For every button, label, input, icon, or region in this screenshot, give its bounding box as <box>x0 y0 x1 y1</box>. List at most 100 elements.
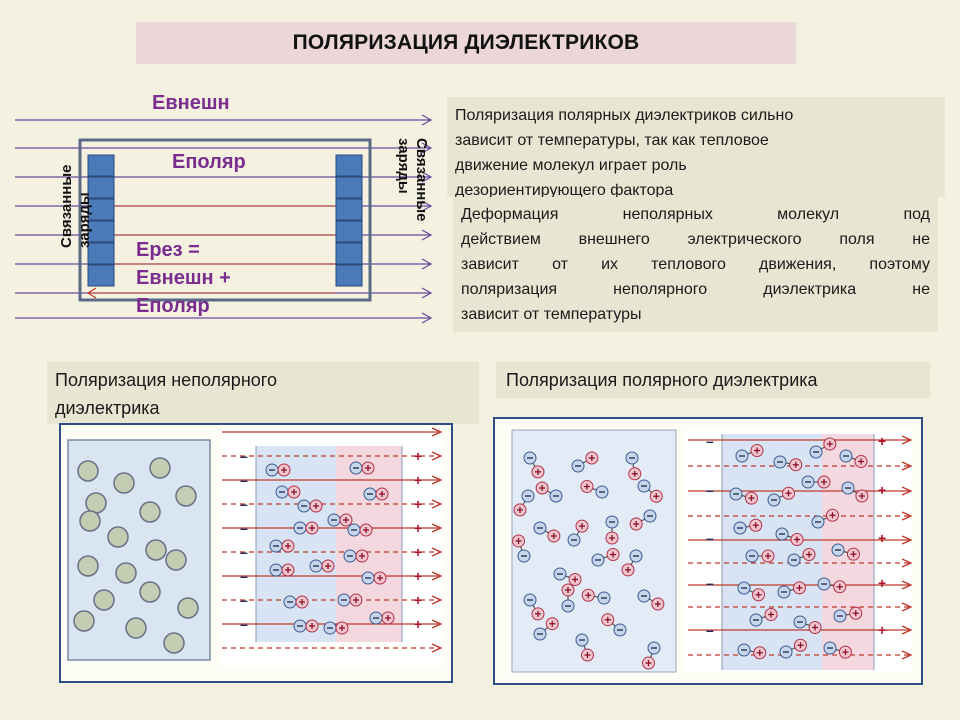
left-plate <box>87 154 115 287</box>
field-arrowhead <box>431 451 443 461</box>
surface-minus: – <box>706 530 714 546</box>
plate-cell <box>87 198 115 221</box>
field-arrowhead <box>431 475 443 485</box>
neutral-atom <box>115 562 137 584</box>
nonpolar-caption-line: диэлектрика <box>55 398 160 418</box>
field-arrowhead <box>901 511 913 521</box>
e-result-line: Ерез = <box>136 239 200 261</box>
field-arrowhead <box>421 312 433 324</box>
surface-minus: – <box>706 622 714 638</box>
neutral-atom <box>77 555 99 577</box>
note-line: Поляризация полярных диэлектриков сильно <box>455 107 794 124</box>
nonpolar-note-text: Деформация неполярных молекул под действи… <box>461 202 930 327</box>
surface-minus: – <box>240 520 248 536</box>
note-line: зависит от их теплового движения, поэтом… <box>461 256 930 273</box>
neutral-atom <box>77 460 99 482</box>
field-arrowhead <box>431 643 443 653</box>
nonpolar-note-panel: Деформация неполярных молекул под действи… <box>453 197 938 332</box>
surface-plus: + <box>414 448 422 464</box>
field-arrowhead <box>901 580 913 590</box>
field-arrowhead <box>901 558 913 568</box>
neutral-atom <box>139 501 161 523</box>
plate-cell <box>335 154 363 177</box>
polar-note-text: Поляризация полярных диэлектриков сильно… <box>455 103 937 197</box>
surface-plus: + <box>878 530 886 546</box>
field-arrowhead <box>431 427 443 437</box>
note-line: движение молекул играет роль <box>455 157 687 174</box>
field-arrowhead <box>431 547 443 557</box>
surface-plus: + <box>414 544 422 560</box>
plate-cell <box>335 220 363 243</box>
field-arrowhead <box>421 229 433 241</box>
field-arrowhead <box>421 200 433 212</box>
field-arrowhead <box>431 571 443 581</box>
surface-plus: + <box>878 575 886 591</box>
bound-charges-right-label: Связанные заряды <box>395 138 430 222</box>
polar-caption-line: Поляризация полярного диэлектрика <box>506 370 818 390</box>
neutral-atom <box>163 632 185 654</box>
plate-cell <box>87 264 115 287</box>
field-arrowhead <box>421 258 433 270</box>
polar-note-panel: Поляризация полярных диэлектриков сильно… <box>447 97 945 197</box>
note-line: действием внешнего электрического поля н… <box>461 231 930 248</box>
neutral-atom <box>113 472 135 494</box>
field-arrowhead <box>421 171 433 183</box>
e-polar-label: Еполяр <box>172 151 246 173</box>
surface-minus: – <box>706 433 714 449</box>
right-plate <box>335 154 363 287</box>
page-title: ПОЛЯРИЗАЦИЯ ДИЭЛЕКТРИКОВ <box>292 31 640 54</box>
neutral-atom <box>175 485 197 507</box>
note-line: зависит от температуры, так как тепловое <box>455 132 769 149</box>
note-line: поляризация неполярного диэлектрика не <box>461 281 930 298</box>
surface-minus: – <box>706 575 714 591</box>
e-external-label: Евнешн <box>152 92 230 114</box>
field-arrowhead <box>901 435 913 445</box>
field-arrowhead <box>901 602 913 612</box>
plate-cell <box>87 242 115 265</box>
note-line: зависит от температуры <box>461 306 642 323</box>
surface-minus: – <box>240 472 248 488</box>
e-result-label: Ерез = Евнешн + Еполяр <box>136 236 231 320</box>
note-line: Деформация неполярных молекул под <box>461 206 930 223</box>
field-arrowhead <box>431 499 443 509</box>
plate-cell <box>335 242 363 265</box>
surface-minus: – <box>240 448 248 464</box>
plate-cell <box>87 176 115 199</box>
field-arrowhead <box>901 535 913 545</box>
plate-cell <box>335 176 363 199</box>
surface-plus: + <box>414 592 422 608</box>
neutral-atom <box>149 457 171 479</box>
plate-cell <box>87 154 115 177</box>
note-line: дезориентирующего фактора <box>455 182 674 197</box>
field-arrowhead <box>431 619 443 629</box>
neutral-atom <box>107 526 129 548</box>
surface-minus: – <box>240 568 248 584</box>
nonpolar-caption-line: Поляризация неполярного <box>55 370 277 390</box>
field-arrowhead <box>901 461 913 471</box>
surface-minus: – <box>706 482 714 498</box>
e-result-line: Евнешн + <box>136 267 231 289</box>
field-arrowhead <box>421 142 433 154</box>
e-result-line: Еполяр <box>136 295 210 317</box>
field-arrowhead <box>901 650 913 660</box>
field-arrowhead <box>431 595 443 605</box>
neutral-atom <box>93 589 115 611</box>
neutral-atom <box>145 539 167 561</box>
surface-minus: – <box>240 544 248 560</box>
surface-plus: + <box>878 622 886 638</box>
surface-plus: + <box>878 482 886 498</box>
neutral-atom <box>125 617 147 639</box>
surface-plus: + <box>414 472 422 488</box>
surface-minus: – <box>240 592 248 608</box>
polar-arrowhead <box>86 287 97 299</box>
plate-cell <box>87 220 115 243</box>
neutral-atom <box>177 597 199 619</box>
dielectric-frame <box>78 138 372 302</box>
title-bar: ПОЛЯРИЗАЦИЯ ДИЭЛЕКТРИКОВ <box>136 22 796 64</box>
surface-plus: + <box>414 616 422 632</box>
surface-plus: + <box>414 496 422 512</box>
field-arrowhead <box>421 287 433 299</box>
